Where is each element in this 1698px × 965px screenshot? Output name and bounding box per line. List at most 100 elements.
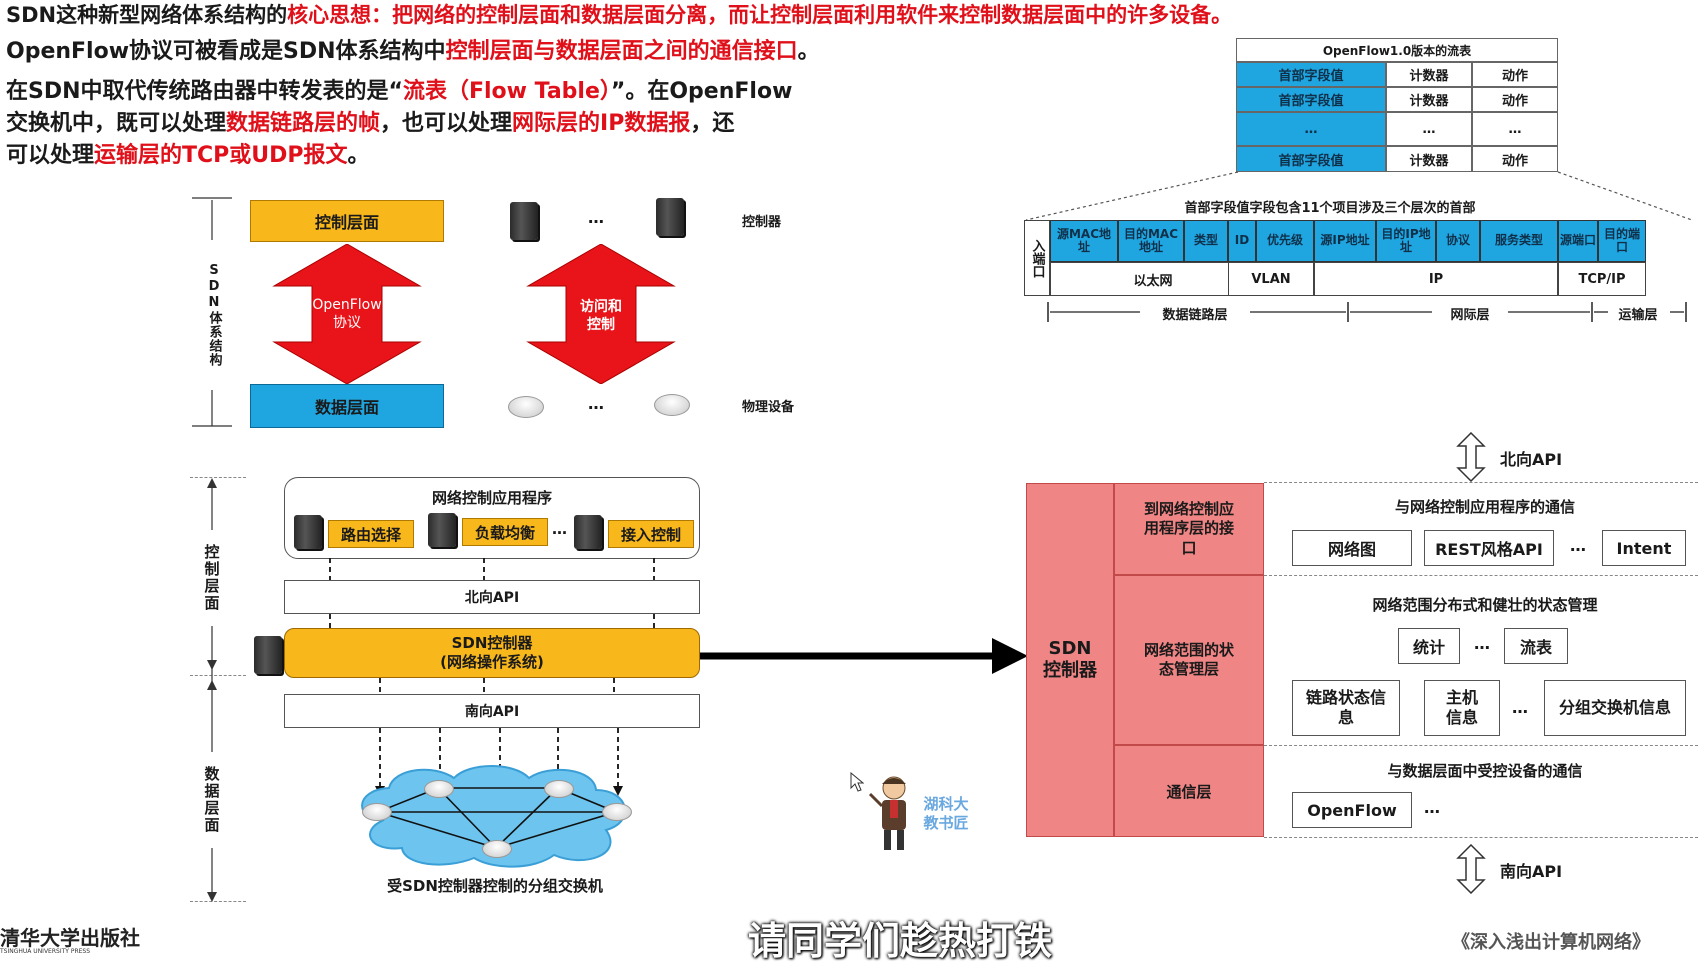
apps-title: 网络控制应用程序 (431, 488, 552, 507)
intro-line-3: 在SDN中取代传统路由器中转发表的是“流表（Flow Table）”。在Open… (6, 78, 792, 106)
intro-line-4c: ，也可以处理 (380, 111, 513, 136)
openflow-box: OpenFlow (1292, 792, 1412, 828)
divider (190, 901, 246, 902)
section2-ellipsis-2: … (1512, 698, 1528, 717)
field-priority: 优先级 (1256, 220, 1314, 262)
intro-line-2a: OpenFlow协议可被看成是SDN体系结构中 (6, 39, 446, 64)
switch-info-label: 分组交换机信息 (1559, 698, 1672, 717)
layer-datalink: 数据链路层 (1162, 307, 1228, 323)
switch-info-box: 分组交换机信息 (1544, 680, 1686, 736)
access-arrow-label: 访问和控制 (580, 298, 622, 333)
detail-data-label: 数据层面 (198, 752, 226, 848)
intro-line-5c: 。 (347, 143, 370, 168)
southbound-api-box: 南向API (284, 694, 700, 728)
section1-ellipsis: … (1570, 536, 1586, 555)
state-management-layer: 网络范围的状态管理层 (1114, 575, 1264, 745)
router-icon (602, 803, 632, 821)
intro-line-5b: 运输层的TCP或UDP报文 (94, 143, 348, 168)
intro-line-1a: SDN这种新型网络体系结构的 (6, 3, 288, 27)
field-dst-mac: 目的MAC地址 (1118, 220, 1184, 262)
big-right-arrow (700, 638, 1028, 674)
field-src-ip: 源IP地址 (1314, 220, 1376, 262)
section1-title: 与网络控制应用程序的通信 (1394, 497, 1575, 516)
intro-line-3b: 流表（Flow Table） (402, 79, 611, 104)
sdn-controller-label: SDN控制器 (1043, 638, 1097, 681)
statistics-box: 统计 (1398, 628, 1460, 664)
flow-table-cell: … (1386, 112, 1472, 146)
device-label: 物理设备 (742, 400, 795, 415)
flow-table: OpenFlow1.0版本的流表 首部字段值 计数器 动作 首部字段值 计数器 … (1236, 38, 1558, 172)
server-icon (254, 636, 282, 674)
control-plane-box: 控制层面 (250, 200, 444, 242)
intro-line-4b: 数据链路层的帧 (226, 111, 381, 136)
divider (190, 675, 246, 676)
router-icon (544, 780, 574, 798)
overview-vertical-label: SDN体系结构 (202, 240, 226, 390)
server-icon (510, 202, 538, 240)
openflow-arrow-label: OpenFlow协议 (312, 296, 382, 331)
router-icon (362, 803, 392, 821)
intro-line-4d: 网际层的IP数据报 (512, 111, 691, 136)
flow-table-cell: 计数器 (1386, 87, 1472, 112)
publisher-logo: 清华大学出版社 (0, 926, 140, 950)
field-protocol: 协议 (1436, 220, 1480, 262)
interface-layer: 到网络控制应用程序层的接口 (1114, 483, 1264, 575)
overview-ellipsis-top: … (588, 208, 604, 227)
field-dst-port: 目的端口 (1598, 220, 1646, 262)
sdn-controller-column: SDN控制器 (1026, 483, 1114, 837)
northbound-arrow-icon (1456, 432, 1486, 482)
field-dst-ip: 目的IP地址 (1376, 220, 1436, 262)
field-tos: 服务类型 (1480, 220, 1558, 262)
publisher-logo-en: TSINGHUA UNIVERSITY PRESS (0, 948, 91, 955)
overview-vertical-label-text: SDN体系结构 (206, 263, 222, 367)
server-icon (428, 513, 456, 547)
header-field-caption: 首部字段值字段包含11个项目涉及三个层次的首部 (1184, 200, 1476, 216)
proto-vlan: VLAN (1228, 262, 1314, 296)
flow-table-title: OpenFlow1.0版本的流表 (1236, 38, 1558, 62)
field-type: 类型 (1184, 220, 1228, 262)
layer-network: 网际层 (1450, 307, 1490, 323)
intro-line-2c: 。 (797, 39, 820, 64)
server-icon (656, 198, 684, 236)
intent-box: Intent (1602, 530, 1686, 566)
layer-transport: 运输层 (1618, 307, 1658, 323)
field-src-port: 源端口 (1558, 220, 1598, 262)
app-access-control: 接入控制 (608, 520, 694, 548)
flow-table-cell: 动作 (1472, 146, 1558, 172)
app-routing: 路由选择 (328, 520, 414, 548)
mouse-cursor-icon (850, 772, 864, 792)
flow-table-cell: 首部字段值 (1236, 146, 1386, 172)
host-info-box: 主机信息 (1424, 680, 1500, 736)
layer-brackets (1047, 302, 1687, 322)
access-double-arrow (526, 244, 676, 384)
field-src-mac: 源MAC地址 (1050, 220, 1118, 262)
flow-table-expansion-lines (1025, 171, 1693, 221)
server-icon (574, 515, 602, 549)
detail-data-label-text: 数据层面 (202, 766, 221, 834)
flow-table-cell: 动作 (1472, 87, 1558, 112)
intro-line-3a: 在SDN中取代传统路由器中转发表的是“ (6, 79, 403, 104)
controller-label: 控制器 (742, 215, 782, 230)
router-icon (508, 396, 544, 418)
section2-title: 网络范围分布式和健壮的状态管理 (1372, 595, 1598, 614)
intro-line-4: 交换机中，既可以处理数据链路层的帧，也可以处理网际层的IP数据报，还 (6, 110, 734, 138)
flow-table-box: 流表 (1504, 628, 1568, 664)
intro-line-1b: 核心思想：把网络的控制层面和数据层面分离，而让控制层面利用软件来控制数据层面中的… (287, 3, 1233, 27)
detail-control-label: 控制层面 (198, 530, 226, 626)
sdn-controller-box: SDN控制器 (网络操作系统) (284, 628, 700, 678)
intro-line-4a: 交换机中，既可以处理 (6, 111, 227, 136)
router-icon (482, 840, 512, 858)
router-icon (654, 394, 690, 416)
section3-ellipsis: … (1424, 798, 1440, 817)
state-management-layer-label: 网络范围的状态管理层 (1143, 640, 1234, 679)
divider (1264, 575, 1698, 576)
northbound-api-box: 北向API (284, 580, 700, 614)
interface-layer-label: 到网络控制应用程序层的接口 (1143, 499, 1234, 557)
link-state-box: 链路状态信息 (1292, 680, 1400, 736)
flow-table-cell: … (1472, 112, 1558, 146)
flow-table-cell: 首部字段值 (1236, 87, 1386, 112)
proto-ip: IP (1314, 262, 1558, 296)
inport-cell: 入端口 (1024, 220, 1050, 296)
intro-line-4e: ，还 (690, 111, 735, 136)
host-info-label: 主机信息 (1445, 688, 1478, 727)
